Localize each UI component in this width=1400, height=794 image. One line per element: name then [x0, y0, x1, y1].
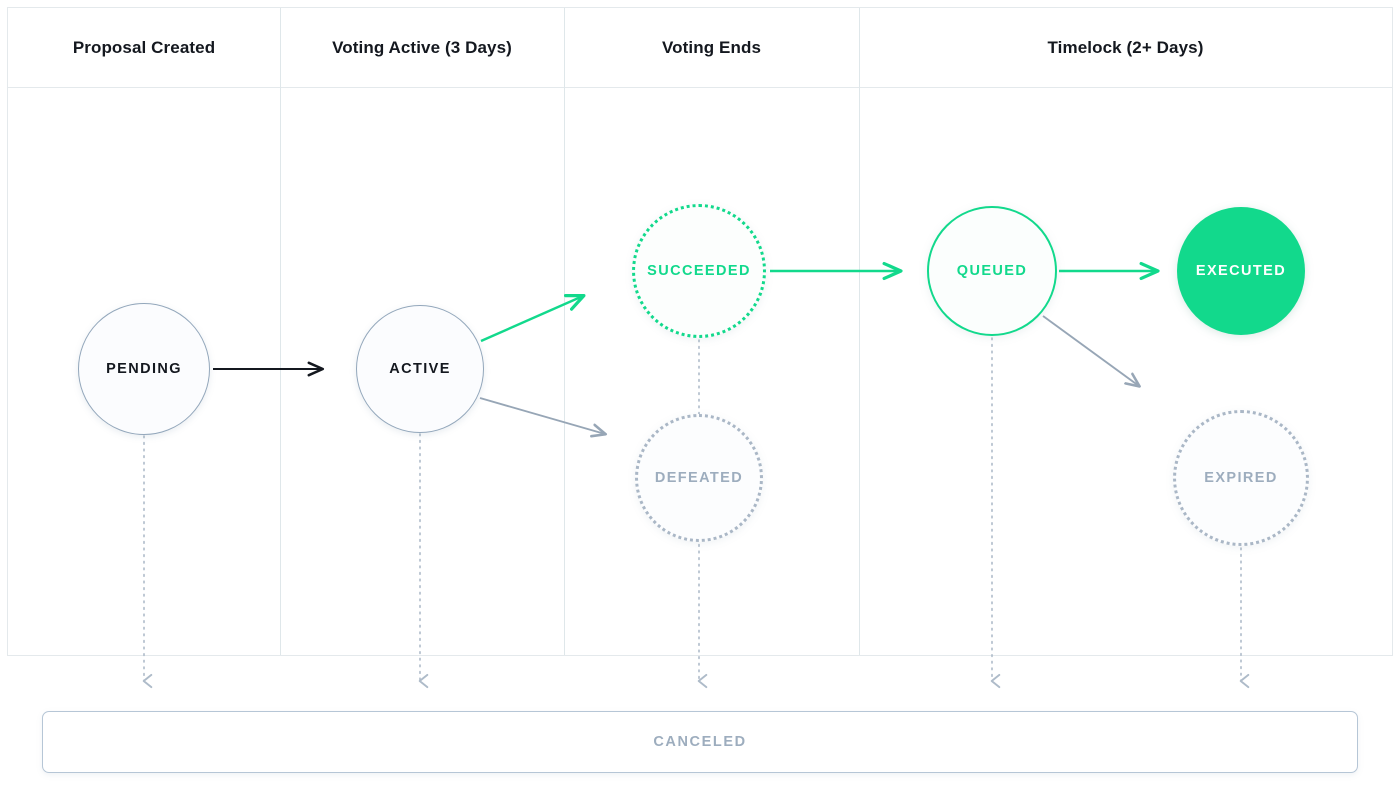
column-divider-3 [859, 8, 860, 655]
column-divider-1 [280, 8, 281, 655]
column-header-label: Voting Active (3 Days) [332, 37, 512, 57]
state-node-queued[interactable]: QUEUED [927, 206, 1057, 336]
state-node-label: EXECUTED [1195, 263, 1287, 279]
state-node-canceled[interactable]: CANCELED [42, 711, 1358, 773]
state-node-label: SUCCEEDED [647, 263, 751, 279]
column-divider-2 [564, 8, 565, 655]
state-node-label: PENDING [106, 361, 182, 377]
column-header-voting-ends: Voting Ends [564, 8, 859, 87]
state-node-defeated[interactable]: DEFEATED [635, 414, 763, 542]
column-header-label: Voting Ends [662, 37, 761, 57]
state-node-label: EXPIRED [1204, 470, 1278, 486]
column-header-voting-active: Voting Active (3 Days) [280, 8, 564, 87]
state-node-active[interactable]: ACTIVE [356, 305, 484, 433]
state-node-executed[interactable]: EXECUTED [1177, 207, 1305, 335]
column-header-proposal-created: Proposal Created [8, 8, 280, 87]
header-divider [8, 87, 1392, 88]
state-node-label: DEFEATED [654, 470, 744, 486]
column-header-timelock: Timelock (2+ Days) [859, 8, 1392, 87]
state-node-succeeded[interactable]: SUCCEEDED [632, 204, 766, 338]
state-node-pending[interactable]: PENDING [78, 303, 210, 435]
state-node-label: ACTIVE [389, 361, 451, 377]
column-header-label: Timelock (2+ Days) [1047, 37, 1204, 57]
state-node-label: CANCELED [653, 734, 747, 750]
state-node-label: QUEUED [956, 263, 1028, 279]
state-node-expired[interactable]: EXPIRED [1173, 410, 1309, 546]
column-header-label: Proposal Created [72, 37, 216, 57]
